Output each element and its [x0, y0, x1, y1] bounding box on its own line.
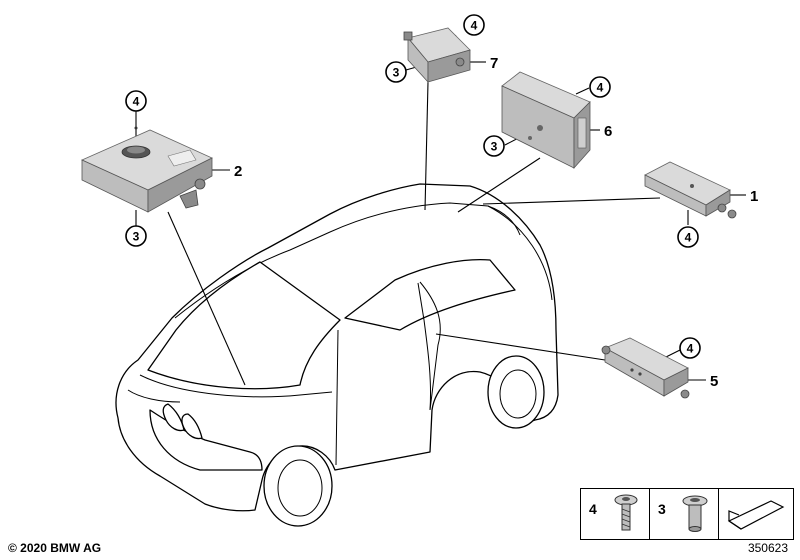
callout-c1-bottom: 4: [677, 226, 699, 248]
svg-text:3: 3: [393, 66, 400, 80]
direction-arrow-icon: [727, 500, 785, 530]
screw-icon: [614, 494, 638, 531]
callout-c7-left: 3: [385, 61, 407, 83]
diagram-id: 350623: [747, 541, 788, 555]
part-number-5: 5: [710, 373, 718, 390]
svg-text:4: 4: [597, 81, 604, 95]
module-2-roof-antenna: [81, 126, 213, 213]
part-number-7: 7: [490, 55, 498, 72]
legend-nut: 3: [650, 489, 719, 539]
svg-text:3: 3: [491, 140, 498, 154]
rivet-nut-icon: [682, 495, 708, 532]
part-number-2: 2: [234, 163, 242, 180]
car-outline: [115, 183, 559, 527]
callout-c2-top: 4: [125, 90, 147, 112]
module-6-control-unit: [501, 71, 591, 170]
fastener-legend: 4 3: [580, 488, 794, 540]
svg-text:4: 4: [685, 231, 692, 245]
callout-c7-top: 4: [463, 14, 485, 36]
copyright-text: © 2020 BMW AG: [8, 541, 102, 555]
svg-text:4: 4: [133, 95, 140, 109]
callout-c6-left: 3: [483, 135, 505, 157]
legend-direction: [719, 489, 793, 539]
module-5-door-antenna: [601, 337, 690, 399]
callout-c5-top: 4: [679, 337, 701, 359]
svg-text:3: 3: [133, 230, 140, 244]
legend-number-4: 4: [589, 501, 597, 517]
legend-number-3: 3: [658, 501, 666, 517]
part-number-1: 1: [750, 188, 758, 205]
module-7-antenna: [403, 27, 471, 84]
svg-text:4: 4: [471, 19, 478, 33]
part-number-6: 6: [604, 123, 612, 140]
svg-text:4: 4: [687, 342, 694, 356]
legend-screw: 4: [581, 489, 650, 539]
callout-c2-bottom: 3: [125, 225, 147, 247]
callout-c6-top: 4: [589, 76, 611, 98]
module-1-antenna-amplifier: [644, 161, 737, 219]
